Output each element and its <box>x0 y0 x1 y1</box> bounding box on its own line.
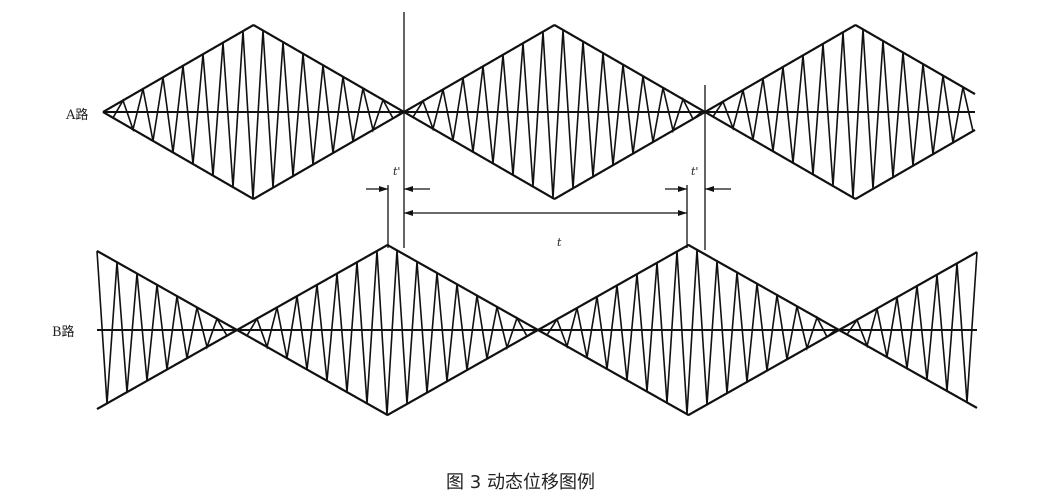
channel-a-upper-envelope <box>102 24 976 114</box>
arrow-right-icon <box>678 186 687 192</box>
arrow-left-icon <box>404 186 413 192</box>
channel-a-carrier-wave <box>102 29 974 199</box>
channel-a-lower-envelope <box>102 110 976 200</box>
channel-b-lower-envelope <box>96 328 978 416</box>
arrow-left-icon <box>404 210 413 216</box>
channel-a-label: A路 <box>66 108 89 123</box>
channel-b-label: B路 <box>52 325 75 340</box>
t-prime-right-label: t' <box>691 165 699 178</box>
figure-caption: 图 3 动态位移图例 <box>446 472 595 493</box>
channel-b-upper-envelope <box>96 244 978 332</box>
arrow-right-icon <box>379 186 388 192</box>
arrow-left-icon <box>705 186 714 192</box>
channel-b-carrier-wave <box>96 249 978 415</box>
t-prime-left-label: t' <box>393 165 401 178</box>
arrow-right-icon <box>678 210 687 216</box>
period-t-label: t <box>557 236 562 249</box>
